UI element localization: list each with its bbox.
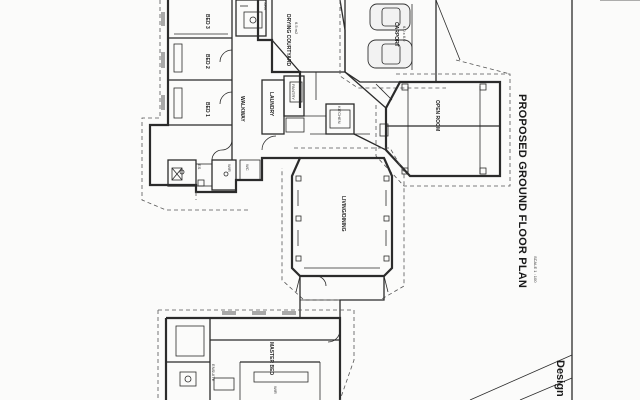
central-link (344, 71, 393, 151)
label-master-bed: MASTER BED (268, 342, 274, 375)
label-wc: WC (245, 164, 250, 171)
master-wing (157, 309, 355, 400)
label-laundry: LAUNDRY (268, 92, 274, 117)
master-link (299, 276, 385, 319)
label-shr: SHR (263, 2, 268, 11)
label-carport-sub: 6.0 x 6.0 (402, 26, 407, 42)
title-block: PROPOSED GROUND FLOOR PLAN SCALE 1 : 100… (516, 94, 566, 397)
label-open-room: OPEN ROOM (434, 100, 440, 131)
car-top (369, 3, 411, 31)
room-labels: BED 3 BED 2 BED 1 SHR ES WIR WC WALKWAY … (197, 2, 440, 394)
plan-scale: SCALE 1 : 100 (533, 256, 538, 283)
label-walkway: WALKWAY (239, 96, 245, 122)
label-wir-small: WIR (227, 164, 232, 172)
label-bed1: BED 1 (204, 102, 210, 117)
label-courtyard: DRYING COURTYARD (285, 14, 291, 67)
label-bed3: BED 3 (204, 14, 210, 29)
label-pantry: PANTRY (291, 84, 296, 100)
label-courtyard-area: 6.5 m2 (294, 22, 299, 35)
north-wing (141, 0, 302, 211)
label-es: ES (197, 164, 202, 170)
car-bottom (367, 39, 413, 69)
label-wir-master: WIR (273, 386, 278, 394)
brand-fragment: Design (554, 360, 566, 397)
plan-title: PROPOSED GROUND FLOOR PLAN (516, 94, 528, 288)
label-bed2: BED 2 (204, 54, 210, 69)
service-zone (261, 72, 370, 151)
sheet-frame (469, 0, 640, 400)
label-ensuite: ENSUITE (211, 364, 216, 382)
label-living-dining: LIVING/DINING (340, 196, 346, 232)
label-kitchen: KITCHEN (337, 106, 342, 124)
drying-courtyard (271, 0, 346, 73)
open-room (375, 59, 511, 187)
label-carport: CARPORT (393, 22, 399, 47)
carport (339, 0, 461, 89)
